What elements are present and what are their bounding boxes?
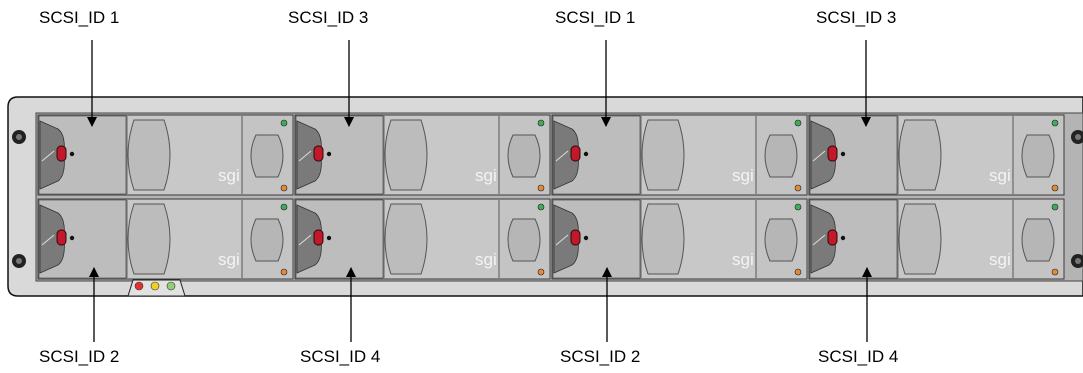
release-button — [570, 145, 581, 162]
release-button — [56, 229, 67, 246]
grip-relief — [127, 203, 171, 275]
release-button — [313, 145, 324, 162]
brand-logo: sgi — [475, 166, 497, 185]
activity-led — [794, 119, 802, 127]
fault-led — [280, 268, 288, 276]
brand-logo: sgi — [218, 250, 240, 269]
label-bottom-2: SCSI_ID 4 — [300, 347, 381, 366]
brand-logo: sgi — [989, 166, 1011, 185]
drive-carrier: sgi — [294, 198, 551, 280]
brand-logo: sgi — [732, 250, 754, 269]
fault-led — [537, 268, 545, 276]
drive-bays: sgi sgi sgi sgi sgi sgi sgi sgi — [37, 114, 1065, 280]
activity-led — [537, 119, 545, 127]
status-led-yellow — [150, 281, 160, 291]
label-bottom-3: SCSI_ID 2 — [560, 347, 641, 366]
status-led-red — [134, 281, 144, 291]
release-button — [56, 145, 67, 162]
drive-carrier: sgi — [808, 114, 1065, 196]
fault-led — [1051, 268, 1059, 276]
activity-led — [1051, 119, 1059, 127]
brand-logo: sgi — [475, 250, 497, 269]
left-mount-screws — [12, 130, 26, 268]
fault-led — [794, 184, 802, 192]
brand-logo: sgi — [732, 166, 754, 185]
label-bottom-1: SCSI_ID 2 — [39, 347, 120, 366]
release-button — [827, 229, 838, 246]
drive-carrier: sgi — [808, 198, 1065, 280]
grip-relief — [641, 119, 685, 191]
status-led-green — [166, 281, 176, 291]
activity-led — [280, 119, 288, 127]
drive-carrier: sgi — [37, 198, 294, 280]
activity-led — [537, 203, 545, 211]
grip-relief — [898, 119, 942, 191]
release-button — [827, 145, 838, 162]
brand-logo: sgi — [989, 250, 1011, 269]
release-button — [313, 229, 324, 246]
callout-arrows — [87, 40, 872, 342]
grip-relief — [898, 203, 942, 275]
drive-carrier: sgi — [551, 198, 808, 280]
release-button — [570, 229, 581, 246]
brand-logo: sgi — [218, 166, 240, 185]
fault-led — [794, 268, 802, 276]
drive-carrier: sgi — [37, 114, 294, 196]
drive-carrier: sgi — [551, 114, 808, 196]
status-led-panel — [127, 279, 186, 297]
grip-relief — [384, 203, 428, 275]
activity-led — [794, 203, 802, 211]
label-top-1: SCSI_ID 1 — [39, 8, 120, 27]
label-top-4: SCSI_ID 3 — [816, 8, 897, 27]
grip-relief — [641, 203, 685, 275]
drive-carrier: sgi — [294, 114, 551, 196]
activity-led — [1051, 203, 1059, 211]
label-top-2: SCSI_ID 3 — [288, 8, 369, 27]
grip-relief — [384, 119, 428, 191]
label-top-3: SCSI_ID 1 — [555, 8, 636, 27]
fault-led — [1051, 184, 1059, 192]
fault-led — [537, 184, 545, 192]
right-mount-screws — [1071, 130, 1083, 268]
fault-led — [280, 184, 288, 192]
activity-led — [280, 203, 288, 211]
label-bottom-4: SCSI_ID 4 — [818, 347, 899, 366]
grip-relief — [127, 119, 171, 191]
